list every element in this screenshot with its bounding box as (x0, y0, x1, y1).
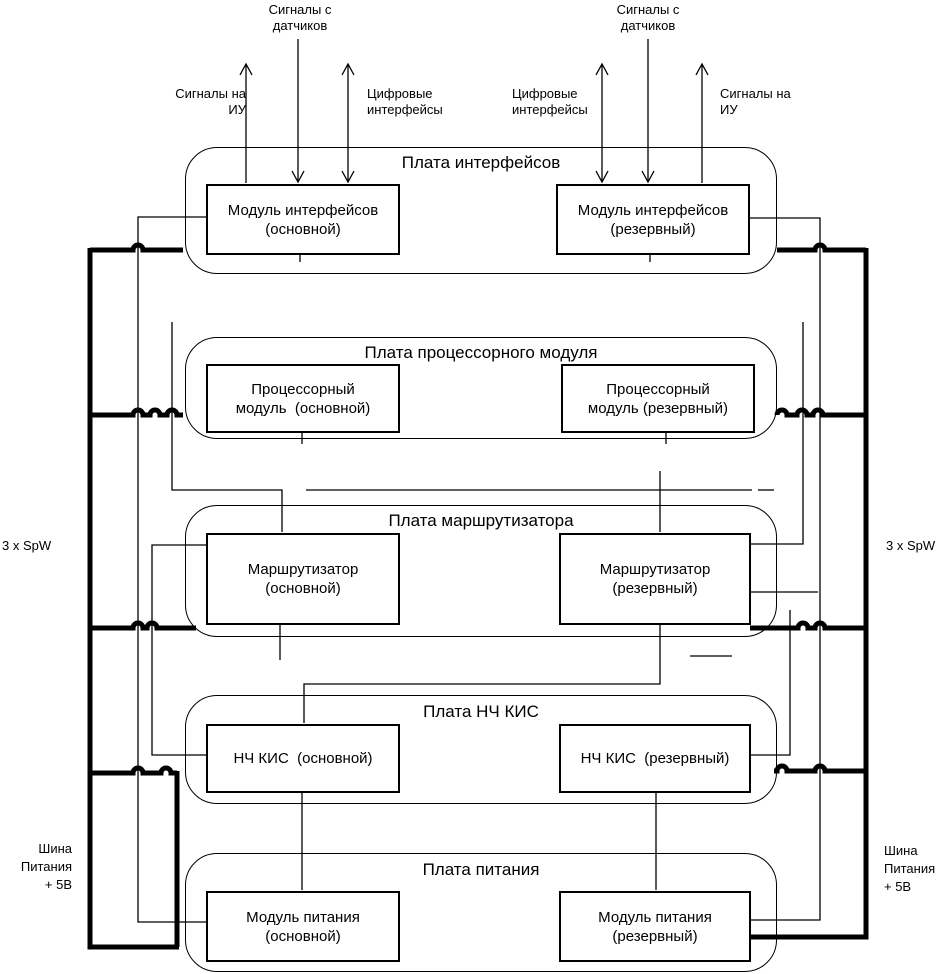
module-label: Процессорный (606, 380, 710, 398)
label-power-bus-left: Шина Питания + 5В (8, 840, 72, 894)
label-line: Цифровые (512, 86, 578, 101)
label-line: + 5В (884, 879, 912, 894)
power-bus-left (87, 242, 196, 950)
label-line: Цифровые (367, 86, 433, 101)
module-label: модуль (основной) (235, 399, 371, 417)
label-line: интерфейсы (367, 102, 443, 117)
board-title: Плата питания (422, 860, 540, 879)
module-router-main: Маршрутизатор (основной) (206, 533, 400, 625)
module-processor-reserve: Процессорный модуль (резервный) (561, 364, 755, 433)
module-label: модуль (резервный) (587, 399, 729, 417)
module-power-main: Модуль питания (основной) (206, 891, 400, 962)
module-router-reserve: Маршрутизатор (резервный) (559, 533, 751, 625)
module-label: (основной) (265, 220, 341, 238)
board-title: Плата маршрутизатора (388, 511, 574, 530)
board-title: Плата интерфейсов (401, 153, 561, 172)
label-line: Питания (20, 859, 72, 874)
module-nch-kis-main: НЧ КИС (основной) (206, 724, 400, 793)
label-line: ИУ (720, 102, 738, 117)
label-digital-right: Цифровые интерфейсы (512, 86, 612, 118)
label-line: Сигналы с (268, 2, 332, 17)
label-sensors-right: Сигналы с датчиков (598, 2, 698, 34)
label-line: ИУ (228, 102, 246, 117)
module-label: (основной) (265, 927, 341, 945)
module-nch-kis-reserve: НЧ КИС (резервный) (559, 724, 751, 793)
label-line: Сигналы на (175, 86, 246, 101)
module-power-reserve: Модуль питания (резервный) (559, 891, 751, 962)
label-line: датчиков (272, 18, 328, 33)
label-spw-left: 3 x SpW (2, 538, 52, 553)
module-label: Маршрутизатор (599, 561, 711, 578)
label-spw-right: 3 x SpW (886, 538, 936, 553)
label-line: Шина (884, 843, 918, 858)
module-label: Модуль интерфейсов (577, 201, 729, 219)
module-label: (основной) (265, 580, 341, 597)
board-title: Плата НЧ КИС (423, 702, 539, 721)
board-processor: Плата процессорного модуля Процессорный … (185, 337, 777, 439)
module-label: (резервный) (612, 927, 698, 945)
module-processor-main: Процессорный модуль (основной) (206, 364, 400, 433)
label-line: Питания (884, 861, 936, 876)
module-label: Процессорный (251, 380, 355, 398)
module-label: Модуль питания (598, 908, 712, 926)
label-iu-right: Сигналы на ИУ (720, 86, 816, 118)
board-router: Плата маршрутизатора Маршрутизатор (осно… (185, 505, 777, 637)
board-interfaces: Плата интерфейсов Модуль интерфейсов (ос… (185, 147, 777, 274)
board-nch-kis: Плата НЧ КИС НЧ КИС (основной) НЧ КИС (р… (185, 695, 777, 804)
module-label: (резервный) (612, 580, 698, 597)
label-power-bus-right: Шина Питания + 5В (884, 842, 943, 896)
module-label: Маршрутизатор (247, 561, 359, 578)
label-line: датчиков (620, 18, 676, 33)
module-label: Модуль интерфейсов (227, 201, 379, 219)
module-label: НЧ КИС (резервный) (580, 750, 730, 767)
module-interfaces-reserve: Модуль интерфейсов (резервный) (556, 184, 750, 255)
label-line: + 5В (44, 877, 72, 892)
label-line: Сигналы с (616, 2, 680, 17)
board-title: Плата процессорного модуля (364, 343, 598, 362)
label-line: интерфейсы (512, 102, 588, 117)
module-label: НЧ КИС (основной) (233, 750, 373, 767)
module-label: Модуль питания (246, 908, 360, 926)
label-iu-left: Сигналы на ИУ (150, 86, 246, 118)
board-power: Плата питания Модуль питания (основной) … (185, 853, 777, 972)
label-digital-left: Цифровые интерфейсы (367, 86, 487, 118)
label-line: Шина (38, 841, 72, 856)
module-label: (резервный) (610, 220, 696, 238)
label-line: Сигналы на (720, 86, 791, 101)
label-sensors-left: Сигналы с датчиков (250, 2, 350, 34)
module-interfaces-main: Модуль интерфейсов (основной) (206, 184, 400, 255)
